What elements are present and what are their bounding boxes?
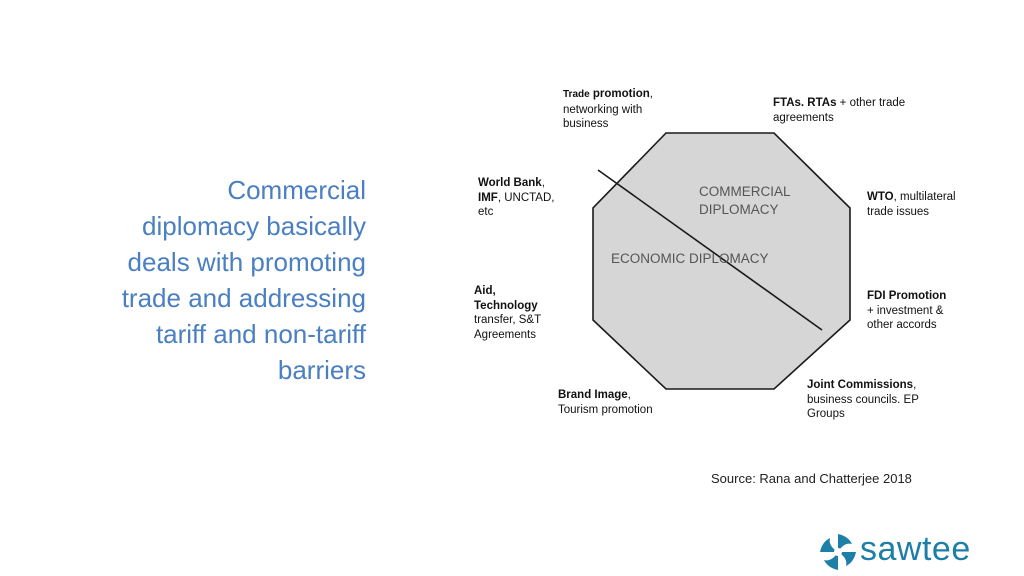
label-world-bank: World Bank, IMF, UNCTAD, etc — [478, 177, 555, 218]
headline-line-1: Commercial — [227, 175, 366, 205]
label-aid-technology: Aid, Technology transfer, S&T Agreements — [474, 285, 542, 341]
source-citation: Source: Rana and Chatterjee 2018 — [711, 471, 912, 486]
headline-line-3: deals with promoting — [127, 247, 366, 277]
headline-line-4: trade and addressing — [121, 283, 366, 313]
commercial-diplomacy-label: COMMERCIAL DIPLOMACY — [699, 184, 791, 217]
headline-line-6: barriers — [277, 355, 366, 385]
economic-diplomacy-label: ECONOMIC DIPLOMACY — [611, 251, 769, 266]
headline: Commercial diplomacy basically deals wit… — [40, 172, 366, 388]
headline-line-5: tariff and non-tariff — [155, 319, 366, 349]
label-wto: WTO, multilateral trade issues — [867, 191, 956, 218]
label-ftas: FTAs. RTAs + other trade agreements — [773, 97, 906, 124]
label-brand-image: Brand Image, Tourism promotion — [558, 389, 653, 416]
octagon-shape — [592, 132, 851, 390]
divider-line — [597, 169, 823, 331]
label-fdi-promotion: FDI Promotion + investment & other accor… — [867, 290, 947, 331]
swirl-icon — [820, 534, 856, 570]
label-joint-commissions: Joint Commissions, business councils. EP… — [807, 379, 919, 420]
sawtee-logo: sawtee — [818, 530, 978, 574]
logo-wordmark: sawtee — [860, 530, 971, 568]
headline-line-2: diplomacy basically — [142, 211, 366, 241]
label-trade-promotion: Trade promotion, networking with busines… — [563, 88, 653, 130]
